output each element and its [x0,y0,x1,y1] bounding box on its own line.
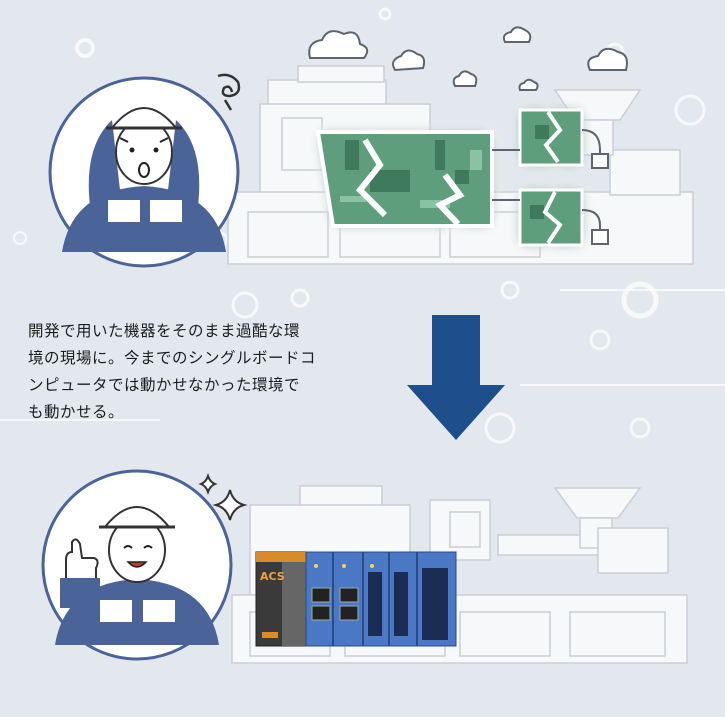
module-rack [255,551,457,647]
down-arrow-icon [407,315,505,440]
worried-worker-icon [48,76,240,268]
broken-small-board-2 [518,188,584,247]
broken-circuit-board [315,130,494,228]
background-decoration [0,7,725,444]
caption-text: 開発で用いた機器をそのまま過酷な環 境の現場に。今までのシングルボードコ ンピュ… [28,322,317,421]
sparkle-icon [198,472,248,521]
sensor-cables [492,129,609,245]
stress-swirl-icon [217,73,241,111]
module-brand-label: ACS [260,570,285,583]
broken-small-board-1 [518,108,584,167]
smoke-cloud-icon [308,26,628,91]
thumbs-up-icon [60,538,100,608]
